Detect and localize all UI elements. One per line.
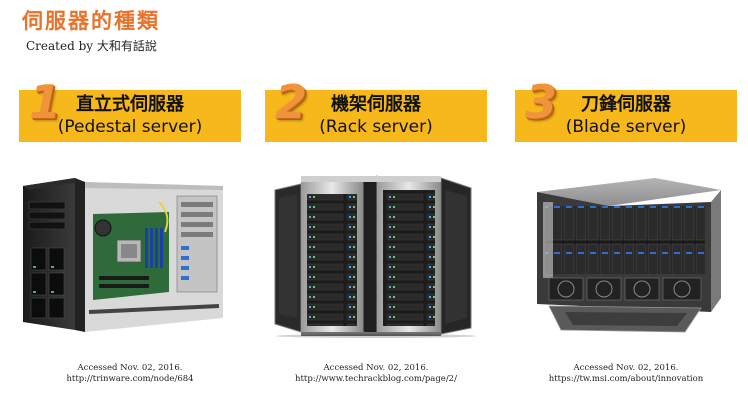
card-caption: Accessed Nov. 02, 2016. http://www.techr…	[257, 363, 495, 385]
card-caption: Accessed Nov. 02, 2016. http://trinware.…	[11, 363, 249, 385]
card-banner: 刀鋒伺服器 (Blade server)	[515, 90, 737, 142]
card-blade-server: 3 刀鋒伺服器 (Blade server)	[515, 76, 737, 406]
rack-server-photo	[265, 172, 487, 338]
source-url: http://www.techrackblog.com/page/2/	[295, 374, 457, 384]
card-banner: 直立式伺服器 (Pedestal server)	[19, 90, 241, 142]
card-title-en: (Pedestal server)	[57, 117, 203, 137]
accessed-date: Accessed Nov. 02, 2016.	[323, 363, 429, 373]
card-caption: Accessed Nov. 02, 2016. https://tw.msi.c…	[507, 363, 745, 385]
accessed-date: Accessed Nov. 02, 2016.	[573, 363, 679, 373]
accessed-date: Accessed Nov. 02, 2016.	[77, 363, 183, 373]
card-number: 3	[525, 75, 558, 129]
card-title-zh: 刀鋒伺服器	[581, 94, 671, 115]
card-title-en: (Rack server)	[319, 117, 433, 137]
card-number: 2	[275, 75, 308, 129]
source-url: https://tw.msi.com/about/innovation	[548, 374, 704, 384]
card-pedestal-server: 1 直立式伺服器 (Pedestal server)	[19, 76, 241, 406]
card-title-en: (Blade server)	[565, 117, 687, 137]
source-url: http://trinware.com/node/684	[66, 374, 194, 384]
card-title-zh: 機架伺服器	[331, 94, 421, 115]
pedestal-server-photo	[19, 172, 241, 338]
card-title-zh: 直立式伺服器	[76, 94, 184, 115]
blade-server-photo	[515, 172, 737, 338]
credit-line: Created by 大和有話說	[26, 39, 157, 53]
page-title: 伺服器的種類	[22, 9, 160, 33]
card-banner: 機架伺服器 (Rack server)	[265, 90, 487, 142]
card-number: 1	[29, 75, 62, 129]
card-rack-server: 2 機架伺服器 (Rack server)	[265, 76, 487, 406]
